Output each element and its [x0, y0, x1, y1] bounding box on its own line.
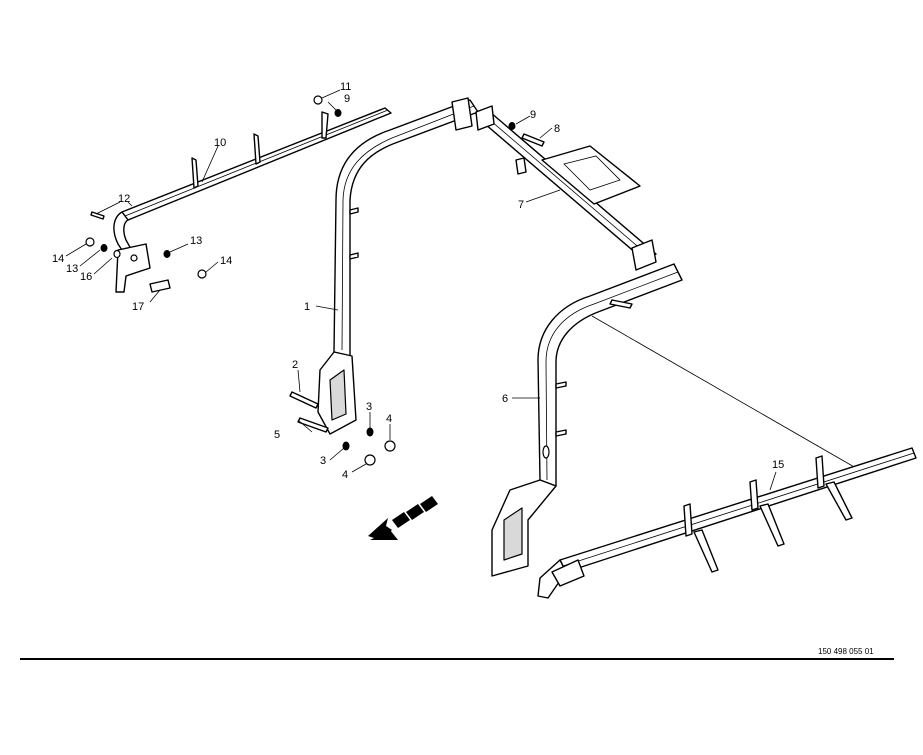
callout-5: 5	[274, 429, 280, 441]
part-7-cross-beam	[475, 105, 657, 271]
travel-direction-arrow-icon	[368, 496, 438, 540]
callout-13-left: 13	[66, 263, 78, 275]
callout-15: 15	[772, 459, 784, 471]
assembly-reference-line	[591, 315, 857, 469]
hardware-lower-left	[289, 391, 396, 466]
part-10-upper-rail	[113, 107, 392, 263]
mounting-bracket	[115, 243, 151, 293]
callout-leaders	[65, 89, 777, 491]
callout-13-right: 13	[190, 235, 202, 247]
callout-16: 16	[80, 271, 92, 283]
part-6-right-arch-frame	[491, 263, 683, 577]
callout-11: 11	[340, 81, 351, 93]
callout-4-lower: 4	[342, 469, 348, 481]
callout-14-right: 14	[220, 255, 232, 267]
callout-3-upper: 3	[366, 401, 372, 413]
callout-6: 6	[502, 393, 508, 405]
callout-1: 1	[304, 301, 310, 313]
callout-7: 7	[518, 199, 524, 211]
callout-9-left: 9	[344, 93, 350, 105]
callout-17: 17	[132, 301, 144, 313]
callout-12: 12	[118, 193, 130, 205]
callout-2: 2	[292, 359, 298, 371]
callout-4-upper: 4	[386, 413, 392, 425]
callout-labels: 11 9 10 12 14 13 16 13 14 17 1 2 3 4 5 3…	[52, 81, 784, 481]
callout-10: 10	[214, 137, 226, 149]
callout-8: 8	[554, 123, 560, 135]
callout-3-lower: 3	[320, 455, 326, 467]
hardware-upper-right	[508, 122, 545, 147]
part-15-lower-rail	[537, 447, 917, 599]
callout-9-right: 9	[530, 109, 536, 121]
document-number: 150 498 055 01	[818, 647, 874, 656]
hardware-upper-left	[85, 95, 342, 293]
part-1-left-arch-frame	[317, 97, 479, 435]
callout-14-left: 14	[52, 253, 64, 265]
